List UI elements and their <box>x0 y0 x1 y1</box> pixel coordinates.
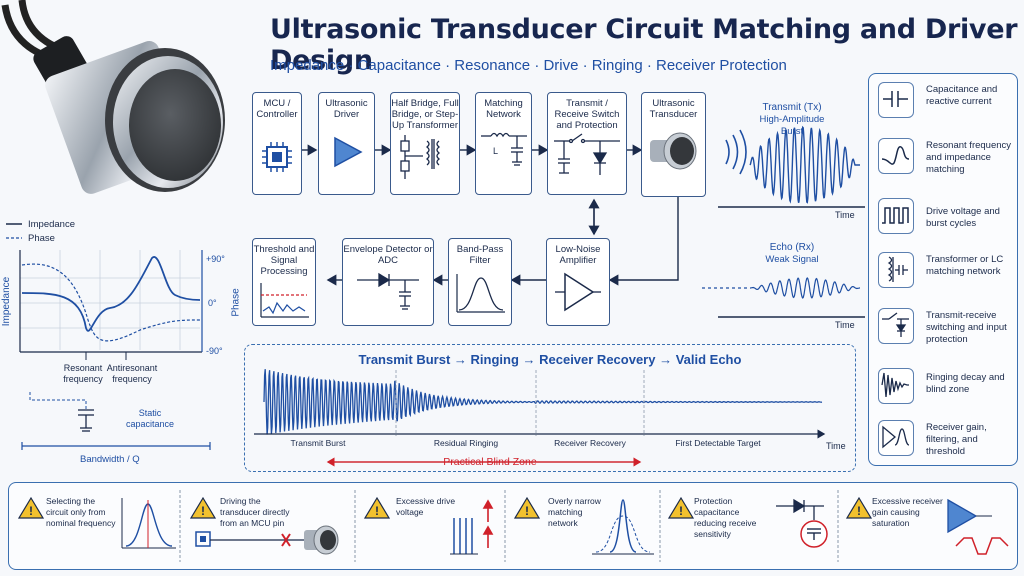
warning-narrow-matching: ! Overly narrow matching network <box>514 492 658 562</box>
block-bridge: Half Bridge, Full Bridge, or Step-Up Tra… <box>390 92 460 195</box>
timeline-waveform <box>254 369 826 467</box>
svg-text:!: ! <box>29 504 33 518</box>
warning-icon: ! <box>190 496 216 519</box>
svg-text:L: L <box>493 146 498 156</box>
lc-network-icon: L <box>480 132 527 166</box>
static-cap-label: Static capacitance <box>125 408 175 429</box>
timeline-time-label: Time <box>826 441 846 451</box>
warning-mcu-pin: ! Driving the transducer directly from a… <box>190 492 350 562</box>
transducer-icon <box>649 132 696 170</box>
rx-wave-label: Echo (Rx)Weak Signal <box>765 242 819 265</box>
antiresonant-label: Antiresonant frequency <box>106 363 158 384</box>
switch-protection-icon <box>554 133 620 175</box>
blind-zone-label: Practical Blind Zone <box>443 456 537 468</box>
block-driver: Ultrasonic Driver <box>318 92 375 195</box>
segment-target: First Detectable Target <box>675 438 761 448</box>
tx-wave-label: Transmit (Tx)High-Amplitude Burst <box>759 102 825 137</box>
warning-nominal-frequency: ! Selecting the circuit only from nomina… <box>18 492 178 562</box>
warning-icon: ! <box>668 496 694 519</box>
side-item-transformer: Transformer or LC matching network <box>878 252 1008 298</box>
pulse-train-icon <box>878 198 914 234</box>
saturation-amplifier-icon <box>947 498 1009 555</box>
protection-cap-icon <box>776 498 828 548</box>
segment-transmit: Transmit Burst <box>290 438 346 448</box>
block-tr-switch: Transmit / Receive Switch and Protection <box>547 92 627 195</box>
impedance-phase-plot <box>6 223 211 450</box>
block-diagram-wires <box>301 144 679 286</box>
tx-rx-waveforms <box>700 125 865 318</box>
amplifier-icon <box>333 136 363 168</box>
svg-text:!: ! <box>525 504 529 518</box>
narrow-bandwidth-icon <box>592 499 654 555</box>
amplifier-icon <box>555 272 601 312</box>
timeline-header: Transmit Burst → Ringing → Receiver Reco… <box>358 352 742 367</box>
chip-icon <box>262 142 292 172</box>
ringing-decay-icon <box>878 368 914 404</box>
side-item-resonance: Resonant frequency and impedance matchin… <box>878 138 1011 184</box>
svg-text:!: ! <box>679 504 683 518</box>
warning-icon: ! <box>364 496 390 519</box>
block-matching: Matching Network L <box>475 92 532 195</box>
svg-text:!: ! <box>201 504 205 518</box>
bridge-transformer-icon <box>400 135 441 179</box>
block-transducer: Ultrasonic Transducer <box>641 92 706 197</box>
phase-tick-top: +90° <box>206 254 225 264</box>
side-item-capacitance: Capacitance and reactive current <box>878 82 1008 128</box>
warning-drive-voltage: ! Excessive drive voltage <box>364 492 504 562</box>
block-bandpass: Band-Pass Filter <box>448 238 512 326</box>
transducer-photo <box>1 0 225 194</box>
resonance-curve-icon <box>878 138 914 174</box>
side-item-drive: Drive voltage and burst cycles <box>878 198 1008 244</box>
warning-protection-capacitance: ! Protection capacitance reducing receiv… <box>668 492 836 562</box>
side-item-ringing: Ringing decay and blind zone <box>878 368 1008 414</box>
svg-text:!: ! <box>375 504 379 518</box>
phase-axis-label: Phase <box>230 288 242 317</box>
phase-tick-bot: -90° <box>206 346 223 356</box>
high-voltage-pulses-icon <box>450 499 494 555</box>
resonant-label: Resonant frequency <box>63 363 103 384</box>
warning-icon: ! <box>514 496 540 519</box>
impedance-axis-label: Impedance <box>1 276 13 327</box>
warnings-panel <box>8 482 1018 570</box>
phase-tick-mid: 0° <box>208 298 217 308</box>
block-mcu: MCU / Controller <box>252 92 302 195</box>
rx-time-label: Time <box>835 320 855 330</box>
narrow-peak-icon <box>121 498 176 549</box>
page-subtitle: Impedance · Capacitance · Resonance · Dr… <box>270 57 787 74</box>
block-envelope: Envelope Detector or ADC <box>342 238 434 326</box>
capacitor-icon <box>878 82 914 118</box>
warning-dividers <box>179 490 839 562</box>
page-title: Ultrasonic Transducer Circuit Matching a… <box>270 14 1018 76</box>
warning-icon: ! <box>18 496 44 519</box>
timeline-panel <box>244 344 856 472</box>
diode-detector-icon <box>357 272 419 310</box>
switch-diode-icon <box>878 308 914 344</box>
legend-phase: Phase <box>28 233 55 244</box>
block-threshold: Threshold and Signal Processing <box>252 238 316 326</box>
warning-icon: ! <box>846 496 872 519</box>
tx-time-label: Time <box>835 210 855 220</box>
amplifier-filter-icon <box>878 420 914 456</box>
legend-impedance: Impedance <box>28 219 76 230</box>
block-lna: Low-Noise Amplifier <box>546 238 610 326</box>
threshold-plot-icon <box>260 283 309 318</box>
transformer-icon <box>878 252 914 288</box>
svg-text:!: ! <box>857 504 861 518</box>
segment-ringing: Residual Ringing <box>433 438 499 448</box>
mcu-direct-drive-icon <box>195 525 339 555</box>
segment-recovery: Receiver Recovery <box>554 438 626 448</box>
warning-receiver-gain: ! Excessive receiver gain causing satura… <box>846 492 1014 562</box>
bandpass-curve-icon <box>456 274 505 313</box>
side-item-receiver: Receiver gain, filtering, and threshold <box>878 420 1008 466</box>
side-item-trswitch: Transmit-receive switching and input pro… <box>878 308 1008 354</box>
bandwidth-label: Bandwidth / Q <box>80 454 140 465</box>
